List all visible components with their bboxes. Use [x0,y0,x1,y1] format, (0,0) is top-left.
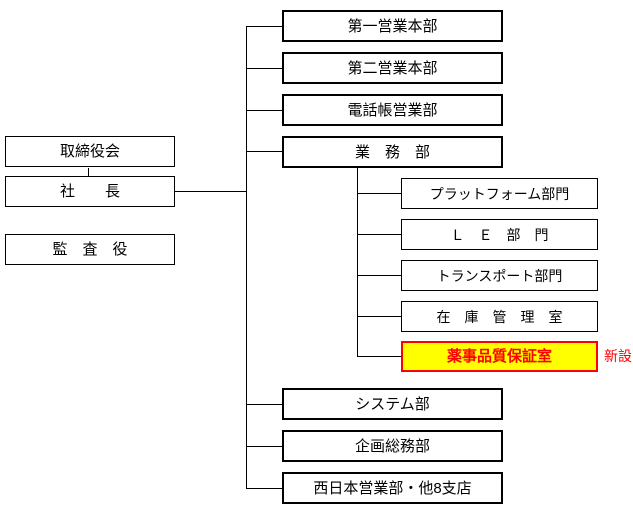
connector-sub-2 [357,234,401,235]
box-label: システム部 [355,395,430,413]
box-sub-platform[interactable]: プラットフォーム部門 [401,178,598,209]
connector-sub-1 [357,193,401,194]
connector-division-4 [246,151,282,152]
box-sub-le[interactable]: Ｌ Ｅ 部 門 [401,219,598,250]
box-label: 第一営業本部 [347,17,438,35]
connector-division-3 [246,110,282,111]
connector-division-1 [246,26,282,27]
box-label: 第二営業本部 [347,59,438,77]
connector-sub-3 [357,275,401,276]
connector-president-trunk [175,191,247,192]
box-label: 監 査 役 [52,241,128,258]
main-trunk-line [246,26,247,489]
connector-board-president [88,168,89,177]
connector-division-6 [246,446,282,447]
annotation-new-department: 新設 [604,348,632,364]
box-sub-inventory-control[interactable]: 在 庫 管 理 室 [401,301,598,332]
box-division-second-sales[interactable]: 第二営業本部 [282,52,503,84]
box-division-system[interactable]: システム部 [282,388,503,420]
box-label: 取締役会 [59,143,120,160]
box-label: 企画総務部 [354,437,430,455]
box-label: Ｌ Ｅ 部 門 [450,226,549,243]
box-label: 電話帳営業部 [347,101,438,119]
sub-trunk-line [357,167,358,356]
box-label: 在 庫 管 理 室 [436,308,563,325]
connector-sub-4 [357,316,401,317]
box-board-of-directors[interactable]: 取締役会 [5,136,175,167]
connector-division-5 [246,404,282,405]
box-division-west-japan-sales[interactable]: 西日本営業部・他8支店 [282,472,503,504]
box-auditor[interactable]: 監 査 役 [5,234,175,265]
box-label: 薬事品質保証室 [446,348,552,365]
box-sub-transport[interactable]: トランスポート部門 [401,260,598,291]
box-division-operations[interactable]: 業 務 部 [282,136,503,168]
box-label: 業 務 部 [354,143,430,161]
box-president[interactable]: 社 長 [5,176,175,207]
connector-sub-5 [357,356,401,357]
box-label: プラットフォーム部門 [429,185,570,202]
box-division-planning-general-affairs[interactable]: 企画総務部 [282,430,503,462]
box-sub-pharmaceutical-quality-assurance[interactable]: 薬事品質保証室 [401,341,598,372]
connector-division-2 [246,68,282,69]
connector-division-7 [246,488,282,489]
box-label: トランスポート部門 [436,267,563,284]
box-label: 西日本営業部・他8支店 [313,479,472,497]
box-division-directory-sales[interactable]: 電話帳営業部 [282,94,503,126]
box-division-first-sales[interactable]: 第一営業本部 [282,10,503,42]
box-label: 社 長 [59,183,120,200]
